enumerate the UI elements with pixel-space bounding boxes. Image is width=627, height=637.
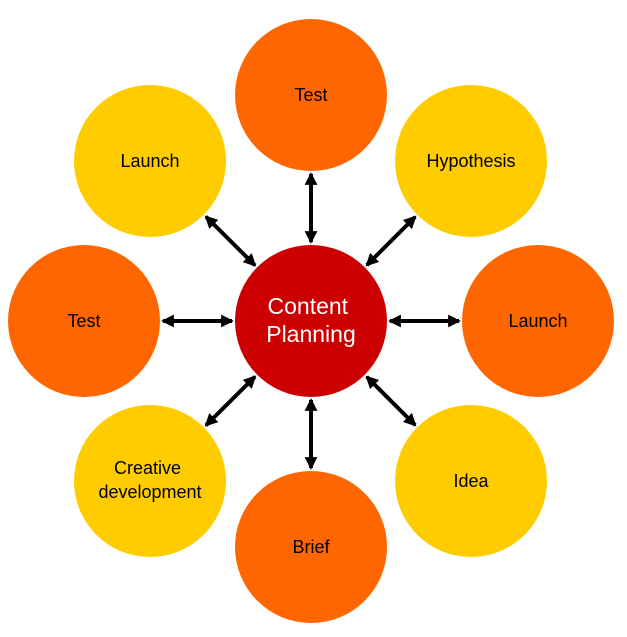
node-bottom-left-label: Creative development bbox=[98, 458, 201, 502]
node-top-left-circle bbox=[74, 85, 226, 237]
node-bottom-left-circle bbox=[74, 405, 226, 557]
node-top-line-1: Test bbox=[294, 85, 327, 105]
node-left-circle bbox=[8, 245, 160, 397]
node-right-label: Launch bbox=[508, 311, 567, 331]
node-top-right: Hypothesis bbox=[395, 85, 547, 237]
node-left: Test bbox=[8, 245, 160, 397]
arrow-center-to-bottom-right bbox=[365, 375, 417, 427]
node-top-right-circle bbox=[395, 85, 547, 237]
node-bottom-line-1: Brief bbox=[292, 537, 330, 557]
node-top-left: Launch bbox=[74, 85, 226, 237]
center-node-line-1: Content bbox=[268, 293, 349, 319]
center-node: Content Planning bbox=[235, 245, 387, 397]
node-right: Launch bbox=[462, 245, 614, 397]
node-left-label: Test bbox=[67, 311, 100, 331]
node-bottom-right-circle bbox=[395, 405, 547, 557]
node-bottom-circle bbox=[235, 471, 387, 623]
center-node-label: Content Planning bbox=[266, 293, 356, 347]
node-right-circle bbox=[462, 245, 614, 397]
node-top-right-label: Hypothesis bbox=[426, 151, 515, 171]
node-top-left-label: Launch bbox=[120, 151, 179, 171]
arrow-center-to-top-right bbox=[365, 215, 417, 267]
node-bottom-right-line-1: Idea bbox=[453, 471, 489, 491]
node-bottom-left: Creative development bbox=[74, 405, 226, 557]
node-left-line-1: Test bbox=[67, 311, 100, 331]
node-top-right-line-1: Hypothesis bbox=[426, 151, 515, 171]
node-bottom-label: Brief bbox=[292, 537, 330, 557]
node-bottom-left-line-1: Creative bbox=[114, 458, 181, 478]
node-top-left-line-1: Launch bbox=[120, 151, 179, 171]
arrow-center-to-top-left bbox=[204, 215, 257, 267]
node-bottom-left-line-2: development bbox=[98, 482, 201, 502]
node-top: Test bbox=[235, 19, 387, 171]
node-bottom-right: Idea bbox=[395, 405, 547, 557]
node-top-label: Test bbox=[294, 85, 327, 105]
node-bottom: Brief bbox=[235, 471, 387, 623]
node-right-line-1: Launch bbox=[508, 311, 567, 331]
center-node-circle bbox=[235, 245, 387, 397]
node-top-circle bbox=[235, 19, 387, 171]
connector-arrows bbox=[161, 172, 461, 470]
node-bottom-right-label: Idea bbox=[453, 471, 489, 491]
arrow-center-to-bottom-left bbox=[204, 375, 257, 427]
center-node-line-2: Planning bbox=[266, 321, 356, 347]
